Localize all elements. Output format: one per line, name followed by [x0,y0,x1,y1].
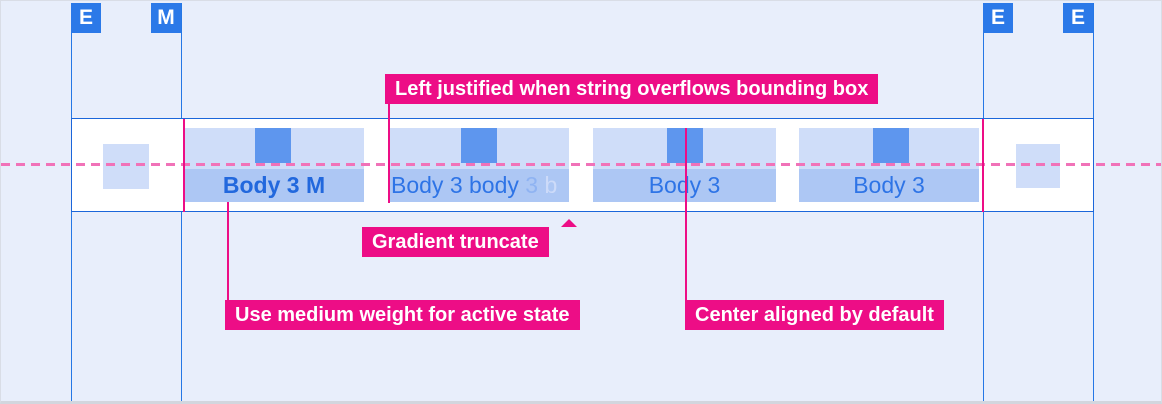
tab-item-default-1[interactable]: Body 3 [593,118,776,212]
tab-icon-placeholder [255,128,291,163]
tab-label: Body 3 [799,169,979,202]
annotation-gradient-truncate: Gradient truncate [362,219,577,257]
tab-item-active[interactable]: Body 3 M [184,118,364,212]
center-baseline-dashed [1,163,1161,166]
tab-icon-placeholder [461,128,497,163]
tab-label: Body 3 body 3 b [388,169,569,202]
annotation-text: Gradient truncate [372,231,539,253]
tab-item-default-2[interactable]: Body 3 [799,118,979,212]
spacing-marker-m: M [151,3,181,33]
annotation-left-justified: Left justified when string overflows bou… [385,74,879,104]
measure-line-content-start [183,119,185,212]
tab-label: Body 3 M [184,169,364,202]
marker-letter: E [78,6,93,29]
annotation-medium-weight: Use medium weight for active state [225,300,580,330]
spacing-marker-e-left: E [71,3,101,33]
measure-line-content-end [982,119,984,212]
tab-label-fade-end: b [544,172,558,198]
annotation-center-aligned: Center aligned by default [685,300,944,330]
annotation-caret-up-icon [561,219,577,227]
leading-placeholder-square [103,144,149,189]
marker-letter: M [157,6,175,29]
pointer-line-center-aligned [685,128,687,301]
marker-letter: E [990,6,1005,29]
pointer-line-left-justified [388,101,390,203]
tab-label: Body 3 [593,169,776,202]
tab-label-text: Body 3 body [391,172,526,198]
spacing-marker-e-right-2: E [1063,3,1093,33]
pointer-line-medium-weight [227,202,229,301]
spacing-marker-e-right-1: E [983,3,1013,33]
tab-item-truncated[interactable]: Body 3 body 3 b [388,118,569,212]
trailing-placeholder-square [1016,144,1060,188]
tab-label-fade-mid: 3 [525,172,545,198]
marker-letter: E [1070,6,1085,29]
tab-icon-placeholder [873,128,909,163]
